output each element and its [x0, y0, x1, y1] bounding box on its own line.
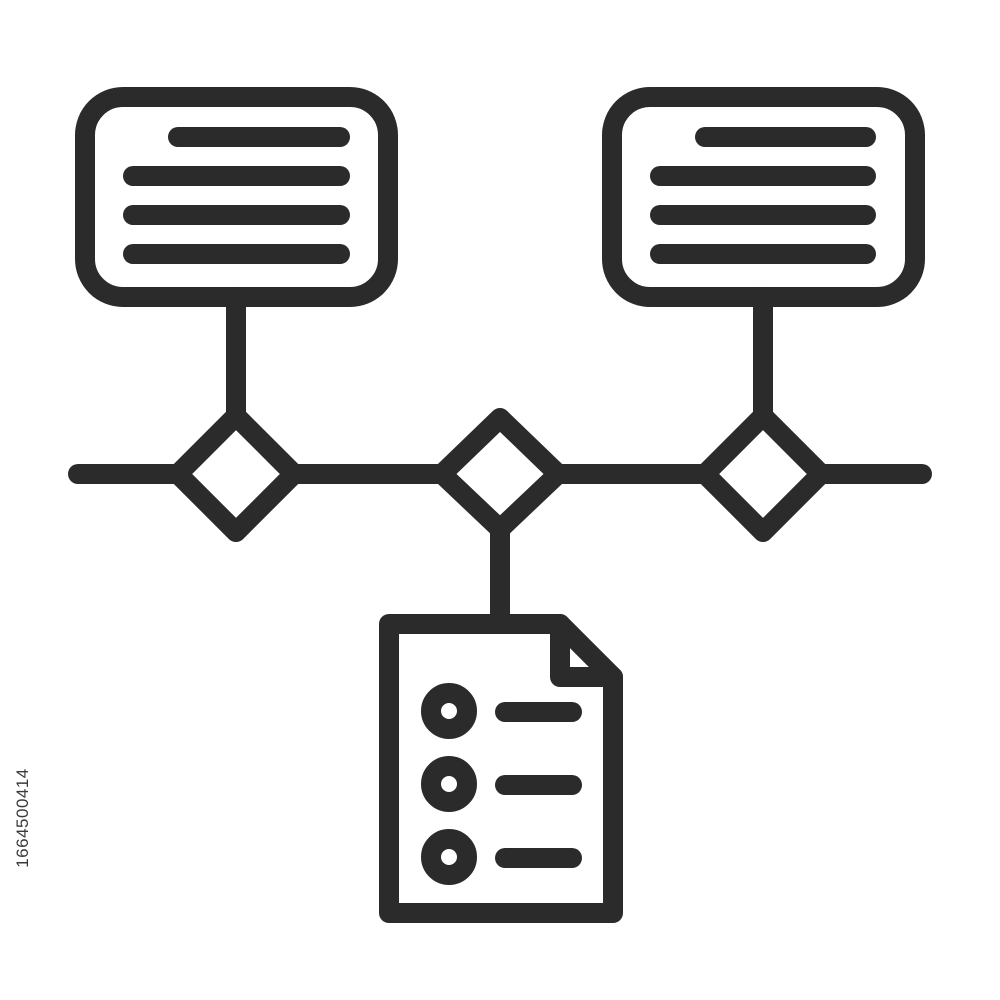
checklist-bullet-1 [421, 683, 477, 739]
left-text-card-icon [75, 87, 398, 307]
document-folded-corner [550, 614, 623, 687]
right-diamond-node-icon [695, 406, 831, 542]
left-diamond-node-icon [168, 406, 304, 542]
checklist-bullet-2 [421, 756, 477, 812]
document-frame [379, 614, 623, 923]
checklist-bullet-3 [421, 829, 477, 885]
stock-id-watermark: 1664500414 [13, 768, 32, 868]
center-diamond-node-icon [432, 408, 568, 539]
checklist-document-icon [379, 614, 623, 923]
right-text-card-icon [602, 87, 925, 307]
